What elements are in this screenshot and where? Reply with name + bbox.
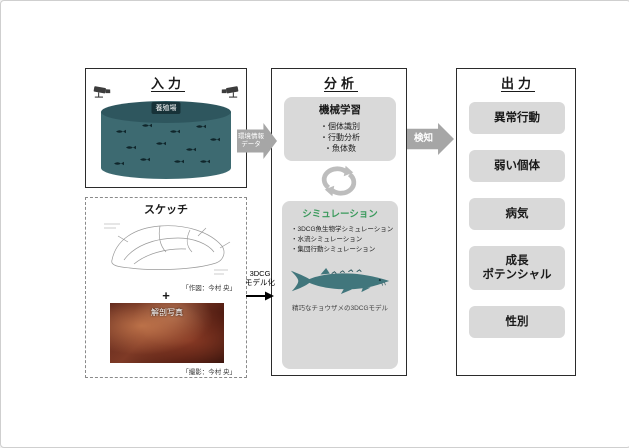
anatomy-photo: 解剖写真: [110, 303, 224, 363]
analysis-section: 分析 機械学習 ・個体識別 ・行動分析 ・魚体数 シミュレーション ・: [271, 68, 407, 376]
output-title: 出力: [500, 76, 535, 91]
output-item-disease: 病気: [469, 198, 565, 230]
list-item: ・行動分析: [320, 133, 360, 142]
output-section: 出力 異常行動 弱い個体 病気 成長 ポテンシャル 性別: [456, 68, 576, 376]
list-item: ・水流シミュレーション: [291, 236, 363, 243]
modeling-label: 3DCG モデル化: [245, 269, 275, 288]
list-item: ・個体識別: [320, 122, 360, 131]
env-data-arrow-label: 環境情報 データ: [238, 132, 264, 148]
analysis-title: 分析: [323, 76, 358, 91]
list-item: ・3DCG魚生物学シミュレーション: [291, 226, 394, 233]
output-item-abnormal-behavior: 異常行動: [469, 102, 565, 134]
sturgeon-caption: 精巧なチョウザメの3DCGモデル: [291, 305, 389, 312]
anatomy-photo-label: 解剖写真: [151, 308, 183, 317]
input-title: 入力: [150, 76, 185, 91]
list-item: ・魚体数: [324, 144, 356, 153]
simulation-list: ・3DCG魚生物学シミュレーション ・水流シミュレーション ・集団行動シミュレー…: [282, 225, 398, 255]
sturgeon-illustration: [289, 263, 391, 299]
camera-icon: [93, 84, 113, 100]
sketch-illustration: [94, 216, 240, 280]
simulation-title: シミュレーション: [302, 209, 378, 220]
tank-label: 養殖場: [151, 102, 181, 114]
camera-icon: [219, 84, 239, 100]
machine-learning-title: 機械学習: [319, 104, 361, 116]
output-item-weak-individual: 弱い個体: [469, 150, 565, 182]
detect-arrow-label: 検知: [413, 132, 433, 144]
sketch-title: スケッチ: [144, 204, 188, 216]
plus-sign: +: [162, 288, 170, 303]
input-section: 入力: [85, 68, 247, 188]
machine-learning-panel: 機械学習 ・個体識別 ・行動分析 ・魚体数: [284, 97, 396, 161]
fish-tank-illustration: 養殖場: [100, 99, 232, 181]
photo-credit: 「撮影：今村 央」: [182, 369, 236, 376]
cycle-arrows-icon: [320, 163, 358, 199]
detect-arrow: 検知: [407, 123, 454, 155]
right-arrow-icon: [246, 291, 274, 301]
drawing-credit: 「作図：今村 央」: [182, 285, 236, 292]
list-item: ・集団行動シミュレーション: [291, 246, 376, 253]
modeling-label-group: 3DCG モデル化: [242, 269, 278, 301]
simulation-panel: シミュレーション ・3DCG魚生物学シミュレーション ・水流シミュレーション ・…: [282, 201, 398, 369]
sketch-section: スケッチ 「作図：今村 央」 + 解剖写真 「撮影：今村 央」: [85, 197, 247, 378]
output-item-growth-potential: 成長 ポテンシャル: [469, 246, 565, 290]
output-item-sex: 性別: [469, 306, 565, 338]
machine-learning-list: ・個体識別 ・行動分析 ・魚体数: [284, 121, 396, 154]
